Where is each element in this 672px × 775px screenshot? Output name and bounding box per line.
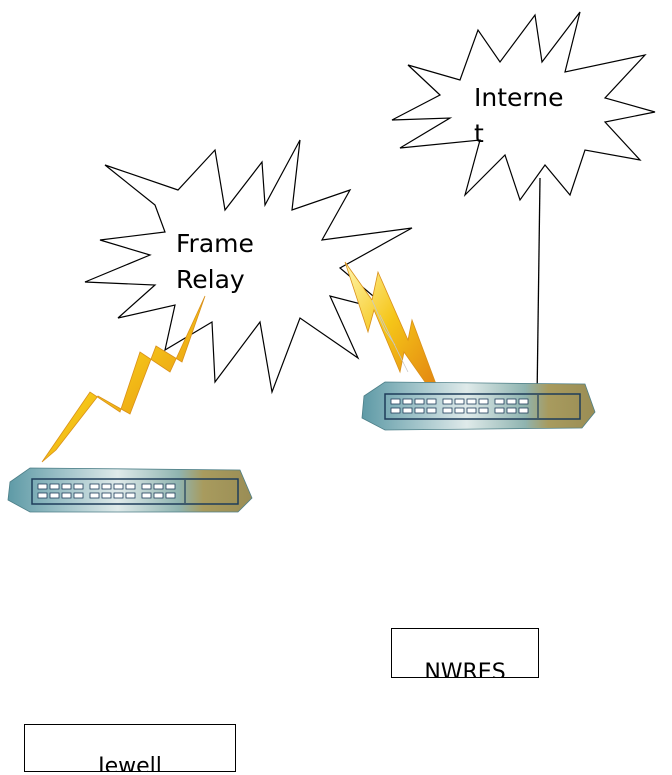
lightning-bolt-icon (41, 295, 206, 463)
router-jewell-device (7, 467, 253, 513)
frame-relay-cloud (84, 139, 413, 395)
router-ports (37, 483, 176, 499)
internet-label-line1: Interne (474, 83, 564, 112)
frame-relay-label-line1: Frame (176, 229, 254, 258)
router-front-panel (384, 393, 581, 420)
internet-cloud (391, 11, 656, 202)
frame-relay-label: Frame Relay (176, 226, 254, 298)
router-ports (390, 398, 529, 414)
router-nwres-device (361, 381, 596, 431)
nwres-label-box: NWRES (391, 628, 539, 678)
router-body (7, 467, 253, 513)
internet-cable (536, 177, 541, 401)
router-front-panel (31, 478, 239, 505)
lightning-spark-trail (371, 299, 409, 373)
jewell-label-box: Jewell (24, 724, 236, 772)
lightning-bolt-icon (344, 261, 443, 402)
internet-label: Interne t (474, 80, 563, 152)
router-body (361, 381, 596, 431)
nwres-label: NWRES (424, 660, 506, 678)
frame-relay-label-line2: Relay (176, 265, 245, 294)
internet-label-line2: t (474, 119, 484, 148)
jewell-label: Jewell (98, 754, 162, 772)
